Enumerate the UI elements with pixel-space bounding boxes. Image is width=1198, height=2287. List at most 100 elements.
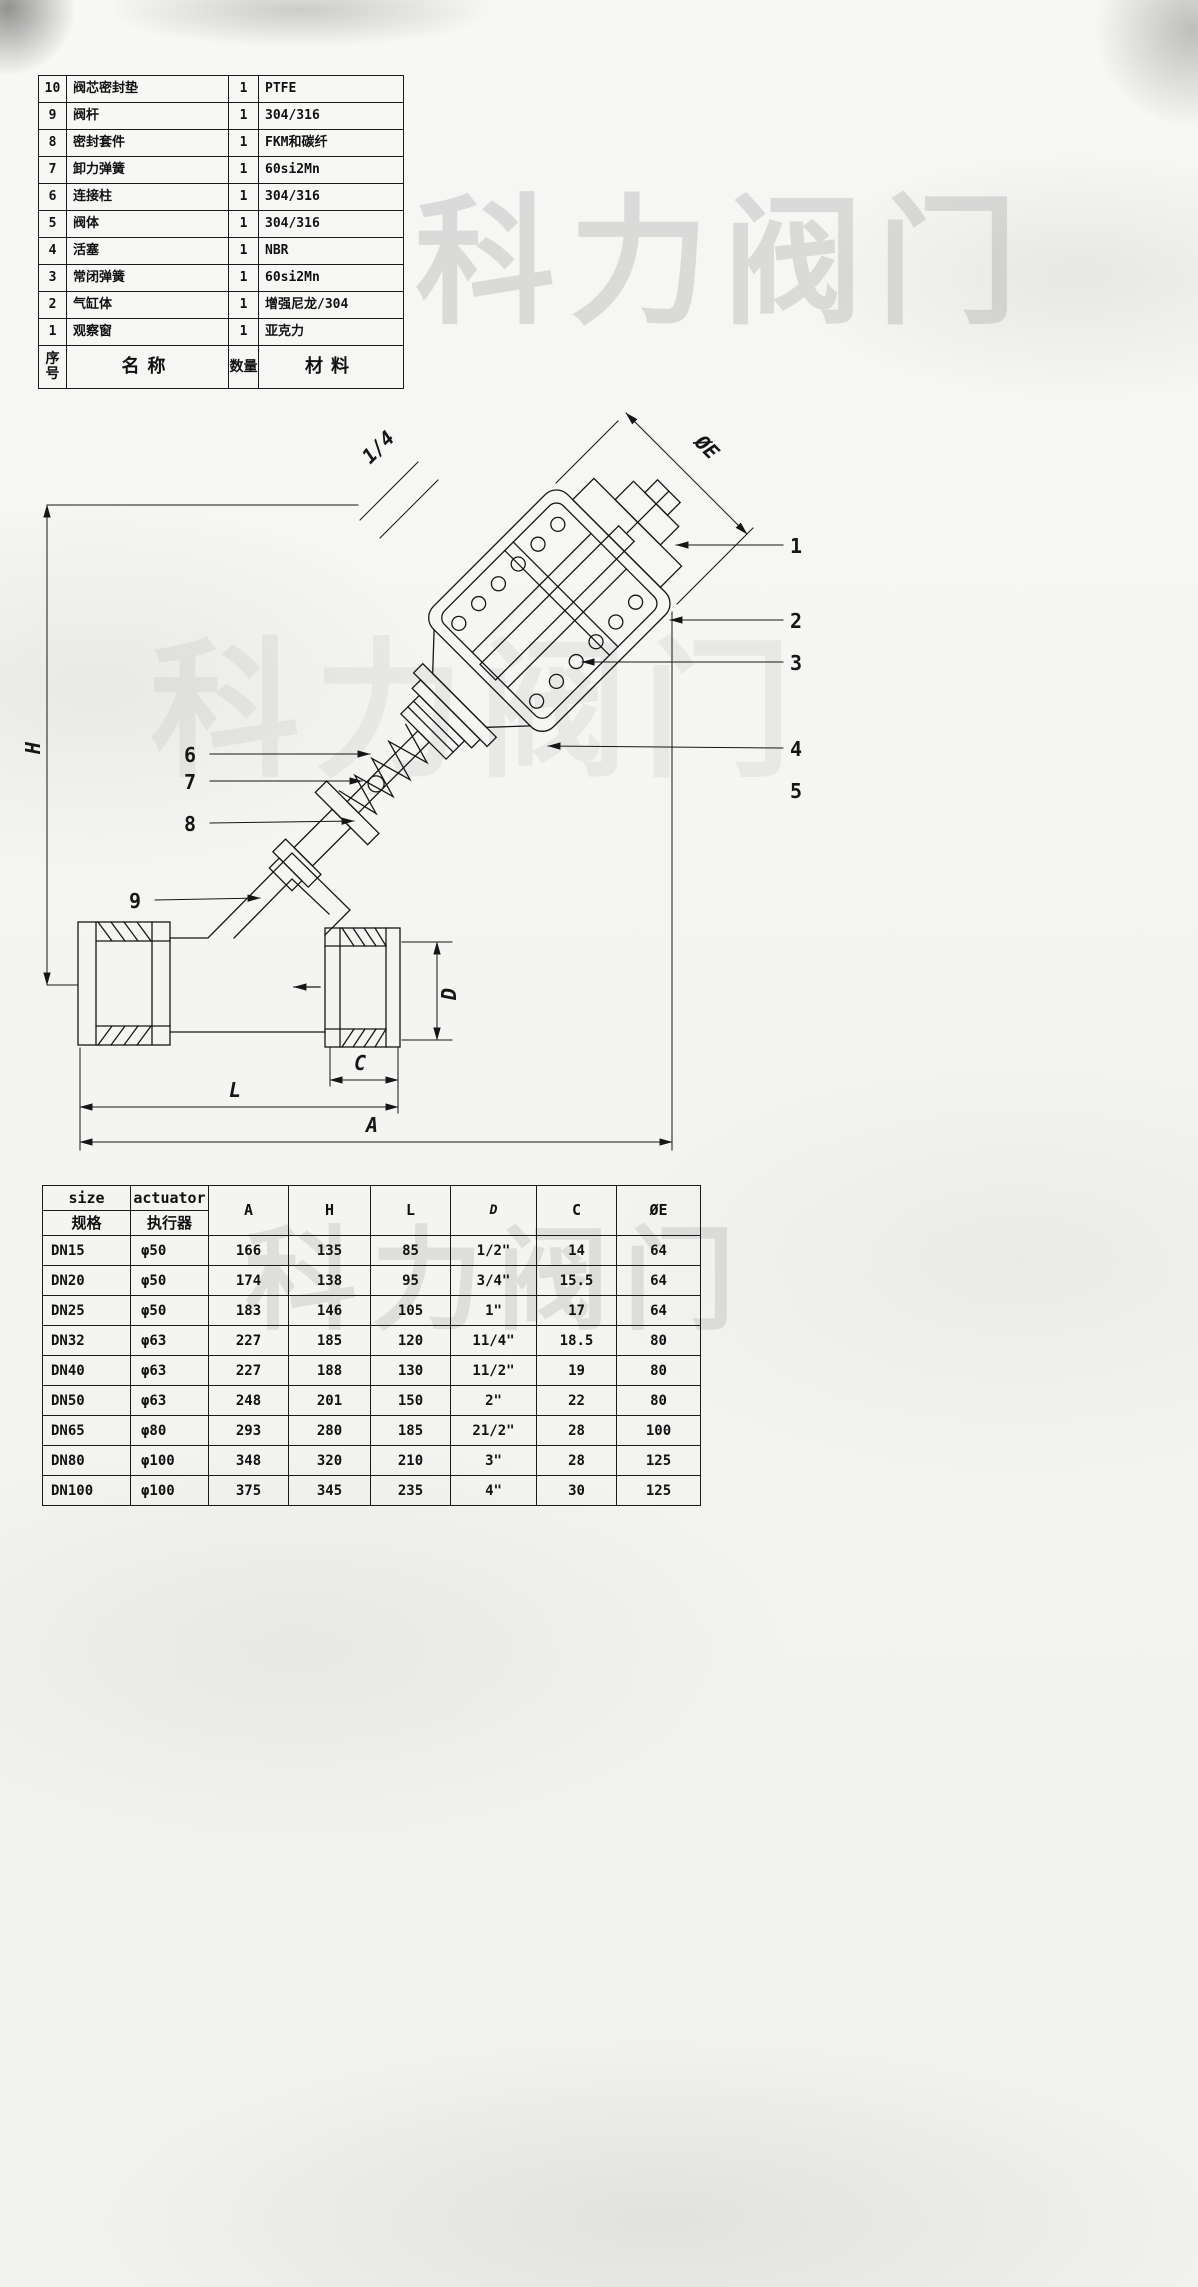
callout-7: 7: [184, 770, 196, 794]
spec-cell: 19: [536, 1355, 617, 1386]
spec-cell: 21/2": [450, 1415, 537, 1446]
spec-cell: 3": [450, 1445, 537, 1476]
spec-cell: 64: [616, 1265, 701, 1296]
dim-label-H: H: [21, 741, 45, 755]
spec-cell: 17: [536, 1295, 617, 1326]
col-C: C: [536, 1185, 617, 1236]
callout-3: 3: [790, 651, 802, 675]
spec-cell: 125: [616, 1475, 701, 1506]
bom-cell-material: FKM和碳纤: [258, 129, 404, 157]
actuator-assembly: [268, 477, 683, 892]
spec-cell: 188: [288, 1355, 371, 1386]
bom-header-row: 序号 名称 数量 材料: [38, 345, 404, 389]
valve-body-drawing: [77, 852, 401, 1048]
spec-cell: 174: [208, 1265, 289, 1296]
spec-cell: DN80: [42, 1445, 131, 1476]
bom-cell-no: 1: [38, 318, 67, 346]
piston: [512, 541, 619, 648]
spec-cell: φ80: [130, 1415, 209, 1446]
spec-cell: DN50: [42, 1385, 131, 1416]
spec-cell: 320: [288, 1445, 371, 1476]
callout-6: 6: [184, 743, 196, 767]
spec-cell: 22: [536, 1385, 617, 1416]
spec-cell: 348: [208, 1445, 289, 1476]
bom-cell-qty: 1: [228, 102, 259, 130]
spec-cell: 28: [536, 1415, 617, 1446]
spec-cell: 28: [536, 1445, 617, 1476]
dimension-top-port: 1/4: [357, 426, 439, 539]
callouts: 1 2 3 4 5 6 7 8 9: [129, 534, 802, 913]
spec-cell: 138: [288, 1265, 371, 1296]
spec-cell: φ63: [130, 1385, 209, 1416]
spec-cell: 30: [536, 1475, 617, 1506]
spec-cell: 146: [288, 1295, 371, 1326]
dim-label-D: D: [437, 988, 461, 1001]
spec-cell: 64: [616, 1295, 701, 1326]
bom-cell-no: 7: [38, 156, 67, 184]
dimension-C: C: [329, 1047, 399, 1087]
bom-cell-material: 60si2Mn: [258, 264, 404, 292]
bom-cell-qty: 1: [228, 156, 259, 184]
bom-cell-qty: 1: [228, 183, 259, 211]
spec-cell: DN25: [42, 1295, 131, 1326]
spec-cell: 100: [616, 1415, 701, 1446]
spec-cell: 293: [208, 1415, 289, 1446]
spec-cell: 185: [288, 1325, 371, 1356]
bom-cell-no: 4: [38, 237, 67, 265]
bom-header-no: 序号: [38, 345, 67, 389]
spec-cell: 166: [208, 1235, 289, 1266]
dimension-A: A: [79, 611, 673, 1151]
spec-cell: 210: [370, 1445, 451, 1476]
spec-cell: 85: [370, 1235, 451, 1266]
spec-cell: 15.5: [536, 1265, 617, 1296]
col-E: ØE: [616, 1185, 701, 1236]
dim-label-C: C: [354, 1051, 366, 1075]
bom-cell-name: 阀杆: [66, 102, 229, 130]
stem-flange: [314, 780, 380, 846]
spec-cell: 345: [288, 1475, 371, 1506]
dimension-H: H: [21, 504, 359, 986]
callout-4: 4: [790, 737, 802, 761]
callout-1: 1: [790, 534, 802, 558]
dimension-D: D: [401, 941, 461, 1041]
bom-cell-no: 5: [38, 210, 67, 238]
spec-cell: DN40: [42, 1355, 131, 1386]
dimension-L: L: [79, 1047, 399, 1114]
spec-cell: 4": [450, 1475, 537, 1506]
spec-cell: 248: [208, 1385, 289, 1416]
bom-cell-material: 304/316: [258, 210, 404, 238]
spec-cell: φ100: [130, 1475, 209, 1506]
spec-cell: DN100: [42, 1475, 131, 1506]
col-H: H: [288, 1185, 371, 1236]
spec-cell: 235: [370, 1475, 451, 1506]
bom-cell-name: 连接柱: [66, 183, 229, 211]
spec-cell: 130: [370, 1355, 451, 1386]
spec-cell: 14: [536, 1235, 617, 1266]
bom-cell-name: 卸力弹簧: [66, 156, 229, 184]
callout-2: 2: [790, 609, 802, 633]
spec-cell: 80: [616, 1325, 701, 1356]
col-actuator-en: actuator: [130, 1185, 209, 1211]
bom-cell-material: 亚克力: [258, 318, 404, 346]
spec-cell: 1": [450, 1295, 537, 1326]
spec-cell: φ50: [130, 1295, 209, 1326]
spec-cell: 64: [616, 1235, 701, 1266]
spec-cell: DN15: [42, 1235, 131, 1266]
bom-cell-no: 2: [38, 291, 67, 319]
